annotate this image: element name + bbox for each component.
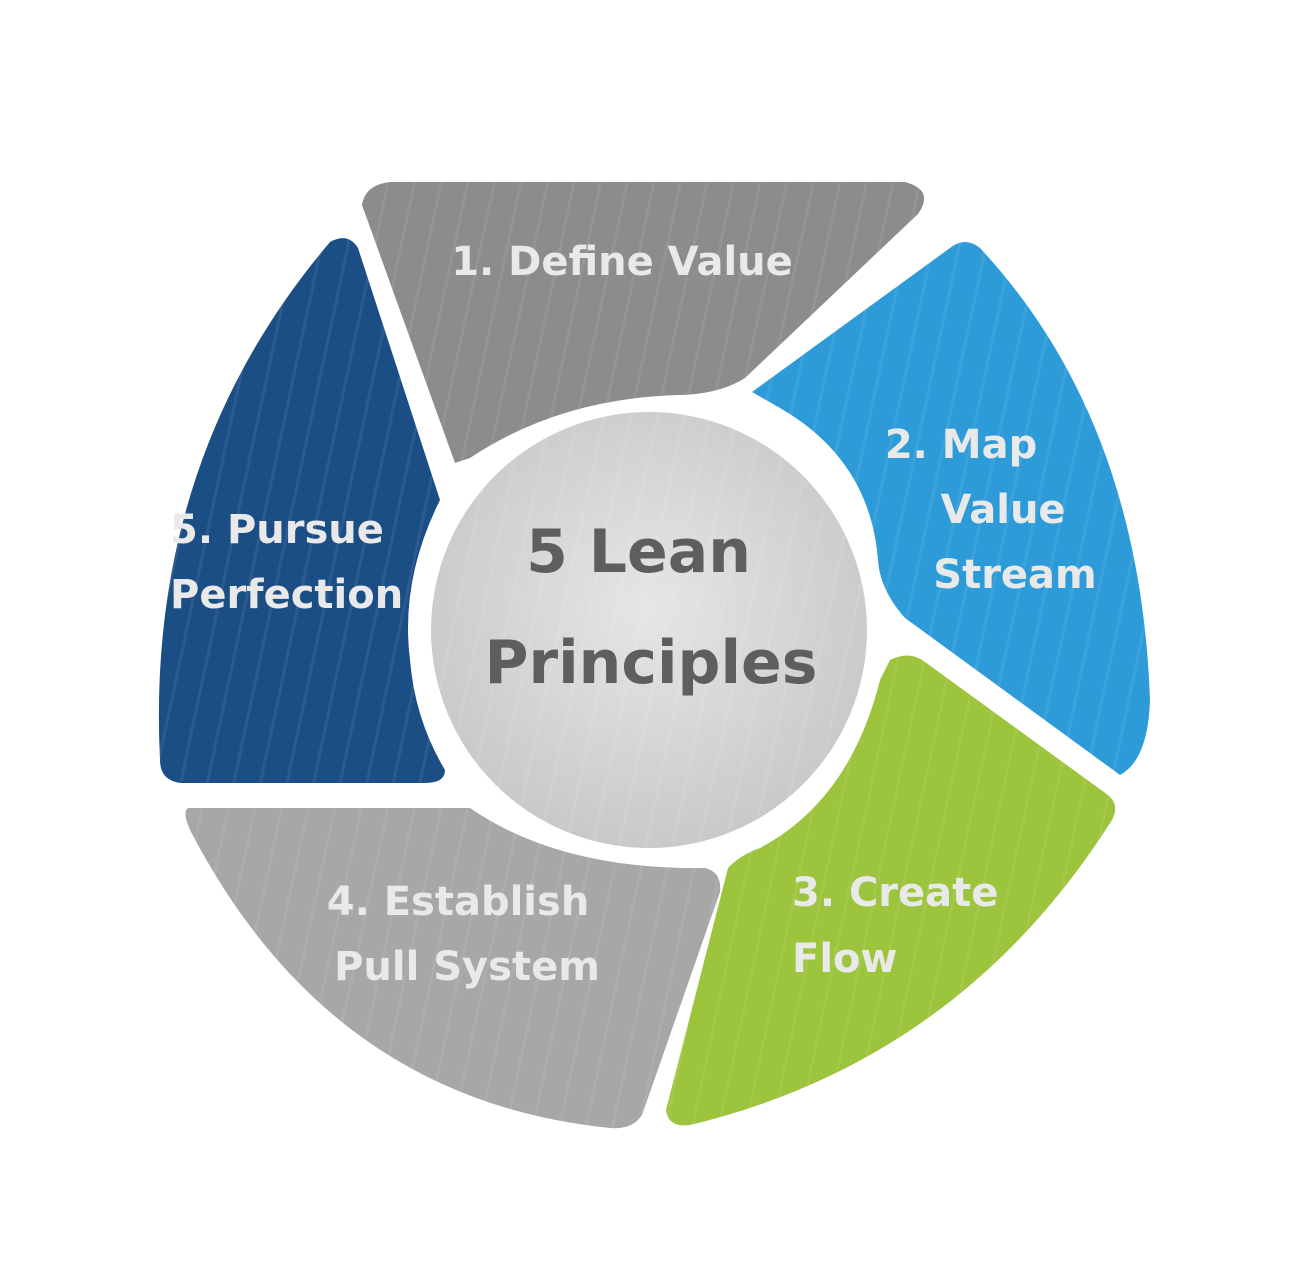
segment-label: 3. Create Flow bbox=[792, 870, 1012, 982]
segment-establish-pull-system: 4. Establish Pull System bbox=[185, 808, 721, 1129]
segment-label: 1. Define Value bbox=[451, 239, 793, 285]
segment-pursue-perfection: 5. Pursue Perfection bbox=[158, 238, 445, 784]
segment-texture bbox=[752, 242, 1150, 775]
segment-map-value-stream: 2. Map Value Stream bbox=[752, 242, 1150, 775]
segment-label: 4. Establish Pull System bbox=[327, 879, 603, 990]
center-hub: 5 Lean Principles bbox=[431, 412, 867, 848]
segment-define-value: 1. Define Value bbox=[362, 182, 925, 463]
segment-label: 5. Pursue Perfection bbox=[170, 507, 403, 618]
segment-label: 2. Map Value Stream bbox=[885, 422, 1097, 598]
segment-create-flow: 3. Create Flow bbox=[666, 655, 1116, 1126]
segment-texture bbox=[185, 808, 721, 1129]
segment-texture bbox=[362, 182, 925, 463]
segment-texture bbox=[158, 238, 445, 784]
center-texture bbox=[431, 412, 867, 848]
center-title: 5 Lean Principles bbox=[485, 517, 818, 698]
segment-texture bbox=[666, 655, 1116, 1126]
